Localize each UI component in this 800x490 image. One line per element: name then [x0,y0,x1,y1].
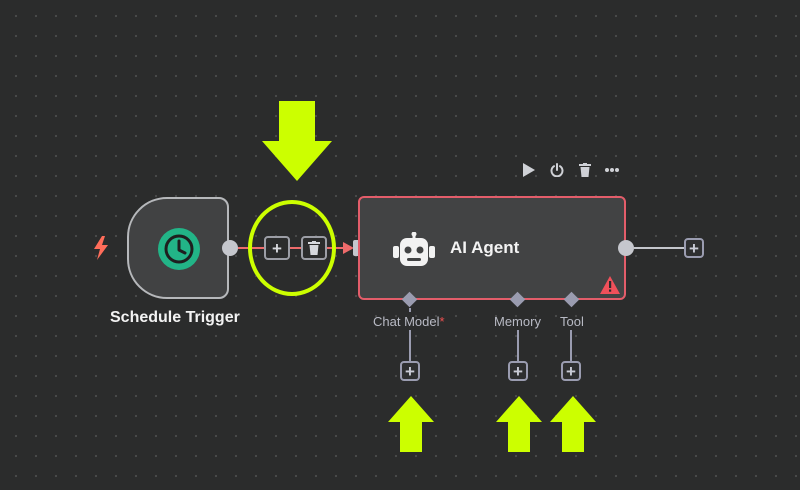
play-icon [523,163,535,177]
clock-icon [158,228,200,270]
warning-icon[interactable] [600,276,620,294]
robot-icon [393,232,435,266]
deactivate-node-button[interactable] [548,161,566,179]
more-options-button[interactable] [603,161,621,179]
trigger-lightning-icon [94,236,108,260]
arrow-down-icon [262,101,332,181]
highlight-circle [248,200,336,296]
arrow-up-icon [550,396,596,452]
execute-node-button[interactable] [520,161,538,179]
agent-output-add-button[interactable]: + [684,238,704,258]
ai-agent-node[interactable]: AI Agent [358,196,626,300]
schedule-trigger-label: Schedule Trigger [110,309,240,326]
trigger-output-handle[interactable] [222,240,238,256]
trash-icon [579,163,591,177]
add-memory-button[interactable]: + [508,361,528,381]
tool-port-label: Tool [560,314,584,329]
memory-port-label: Memory [494,314,541,329]
edge-delete-button[interactable] [301,236,327,260]
add-chat-model-button[interactable]: + [400,361,420,381]
more-icon [605,168,619,172]
edge-arrowhead [343,242,354,254]
ai-agent-label: AI Agent [450,238,520,257]
chat-model-port-label: Chat Model* [373,314,445,329]
edge-add-node-button[interactable]: + [264,236,290,260]
delete-node-button[interactable] [576,161,594,179]
required-marker: * [439,314,445,329]
agent-input-handle[interactable] [353,240,361,256]
add-tool-button[interactable]: + [561,361,581,381]
schedule-trigger-node[interactable] [127,197,229,299]
power-icon [550,163,564,177]
arrow-up-icon [496,396,542,452]
agent-output-handle[interactable] [618,240,634,256]
arrow-up-icon [388,396,434,452]
trash-icon [308,241,320,255]
